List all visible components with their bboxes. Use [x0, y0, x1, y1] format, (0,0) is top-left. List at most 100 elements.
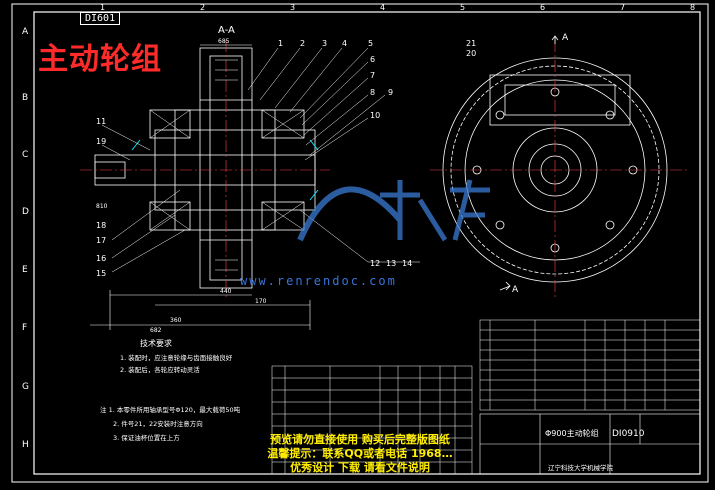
cyan-marks [131, 139, 319, 201]
bearing-bottom-right [261, 201, 305, 231]
callout-number: 12 [370, 259, 380, 268]
title-block-code: DI0910 [612, 429, 645, 439]
table-rows [272, 377, 472, 463]
border-number: 1 [100, 3, 105, 12]
border-letter: A [22, 27, 29, 37]
dim-text: 440 [220, 288, 232, 295]
leader [289, 47, 343, 113]
callout-number: 2 [300, 39, 305, 48]
leader [274, 47, 323, 109]
arrow-label-top: A [562, 33, 569, 43]
bearing-cross-left [149, 109, 191, 231]
leader [111, 229, 186, 273]
callout-number: 4 [342, 39, 347, 48]
tech-req-line: 2. 装配后，各轮应转动灵活 [120, 365, 200, 374]
leader [309, 94, 386, 156]
bearing-top-left [149, 109, 191, 139]
tech-req-title: 技术要求 [140, 338, 172, 348]
dim-text: 685 [218, 38, 230, 45]
border-number: 5 [460, 3, 465, 12]
border-letter: H [22, 440, 29, 450]
tech-req-line: 3. 保证油杯位置在上方 [113, 433, 180, 442]
callout-number: 20 [466, 49, 476, 58]
title-block-grid [480, 414, 700, 474]
bolt-hole [605, 220, 615, 230]
table-cols [489, 320, 666, 410]
hatch [215, 59, 238, 271]
banner-line: 预览请勿直接使用 购买后完整版图纸 [270, 433, 450, 446]
border-letter: B [22, 93, 28, 103]
bearing-cross-right [261, 109, 305, 231]
bolt-hole [495, 110, 505, 120]
leader [301, 61, 369, 126]
watermark-logo [297, 179, 490, 242]
table-rows [480, 329, 700, 401]
dimension-ext [109, 290, 311, 330]
border-number: 8 [690, 3, 695, 12]
callout-number: 19 [96, 137, 106, 146]
watermark-glyph [450, 179, 490, 241]
border-number: 6 [540, 3, 545, 12]
tech-req-line: 1. 装配时，应注意轮缘与齿面接触良好 [120, 353, 233, 362]
border-number: 3 [290, 3, 295, 12]
leader [111, 214, 176, 259]
callout-number: 9 [388, 88, 393, 97]
callout-number: 6 [370, 55, 375, 64]
table-cols [284, 366, 456, 474]
callout-number: 15 [96, 269, 106, 278]
dimension-texts: 685 170 440 360 682 810 [96, 38, 267, 334]
preview-banner: 预览请勿直接使用 购买后完整版图纸 温馨提示：联系QQ或者电话 1968… 优秀… [160, 433, 560, 475]
watermark-glyph [380, 180, 448, 242]
border-letter: G [22, 382, 29, 392]
parts-list-left [271, 365, 473, 475]
arrow-bottom [499, 281, 511, 291]
border-numbers: 1 2 3 4 5 6 7 8 [100, 3, 695, 12]
callout-number: 18 [96, 221, 106, 230]
dim-text: 360 [170, 317, 182, 324]
section-view: A-A [80, 25, 330, 330]
callout-number: 14 [402, 259, 412, 268]
border-letter: D [22, 207, 29, 217]
arrow-top [551, 35, 559, 44]
tech-req-line: 2. 件号21，22安装时注意方向 [113, 419, 203, 428]
end-view [430, 35, 690, 300]
bearing-bottom-left [149, 201, 191, 231]
dimension-lines [90, 44, 310, 326]
leader [304, 117, 369, 161]
border-number: 2 [200, 3, 205, 12]
bearing-housing [489, 74, 631, 126]
callout-number: 1 [278, 39, 283, 48]
arrow-label-bottom: A [512, 285, 519, 295]
leader [299, 47, 369, 119]
tech-requirements: 技术要求 1. 装配时，应注意轮缘与齿面接触良好 2. 装配后，各轮应转动灵活 … [100, 338, 241, 442]
bolt-hole [495, 220, 505, 230]
leader [259, 47, 301, 101]
title-block-name: Φ900主动轮组 [545, 428, 599, 438]
leader [111, 189, 181, 241]
leader [247, 47, 279, 91]
leader [101, 124, 151, 151]
border-number: 4 [380, 3, 385, 12]
callout-number: 16 [96, 254, 106, 263]
bearing-housing-inner [504, 84, 616, 116]
dim-text: 810 [96, 203, 108, 210]
bearing-top-right [261, 109, 305, 139]
callout-number: 13 [386, 259, 396, 268]
callout-number: 21 [466, 39, 476, 48]
school-name: 辽宁科技大学机械学院 [548, 463, 614, 472]
drawing-code: DI601 [80, 12, 121, 25]
border-letter: C [22, 150, 28, 160]
callout-number: 17 [96, 236, 106, 245]
border-number: 7 [620, 3, 625, 12]
outer-frame [11, 3, 709, 483]
dim-text: 170 [255, 298, 267, 305]
dim-text: 682 [150, 327, 162, 334]
title-block [479, 413, 701, 475]
callout-numbers: 1 2 3 4 5 6 7 8 9 10 11 12 13 14 15 16 1… [96, 39, 476, 278]
leader [101, 144, 131, 161]
watermark-url: www.renrendoc.com [240, 274, 397, 288]
callouts [101, 47, 420, 273]
leader [303, 77, 369, 136]
callout-number: 10 [370, 111, 380, 120]
